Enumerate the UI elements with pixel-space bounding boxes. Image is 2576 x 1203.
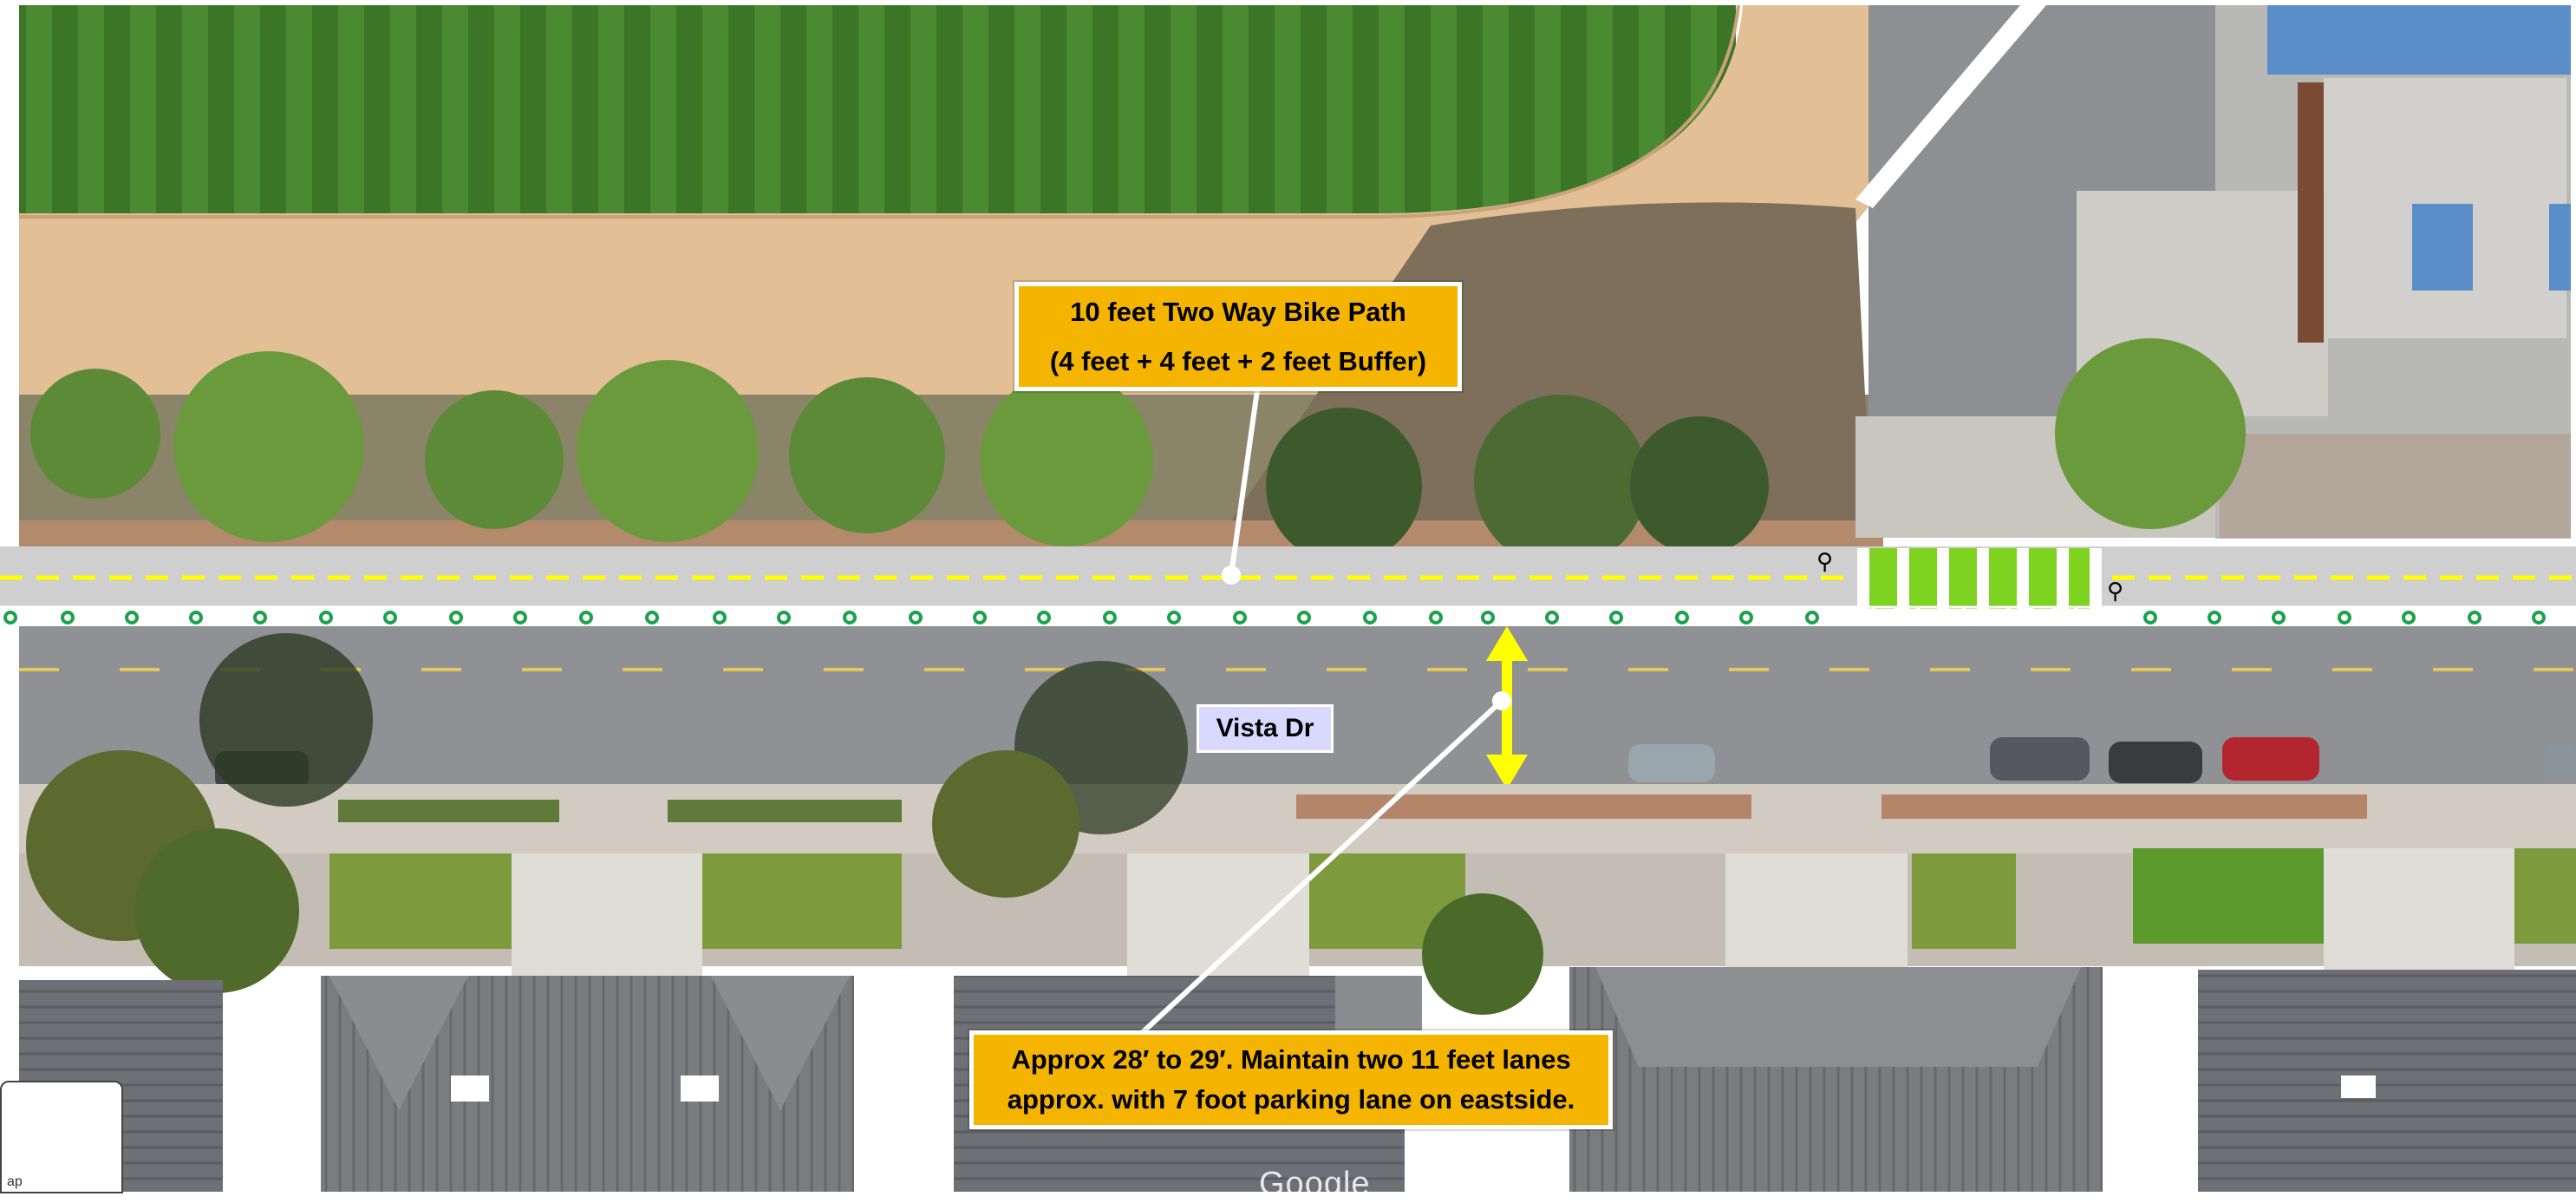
map-type-toggle[interactable]: ap <box>0 1081 123 1193</box>
street-width-line1: Approx 28′ to 29′. Maintain two 11 feet … <box>1011 1044 1571 1075</box>
bike-path-title: 10 feet Two Way Bike Path <box>1070 297 1406 327</box>
lawns <box>329 794 2576 949</box>
street-trees <box>26 633 1543 1015</box>
bike-path-detail: (4 feet + 4 feet + 2 feet Buffer) <box>1049 346 1427 376</box>
tree-row <box>30 338 2246 568</box>
bike-symbol-icon: ⚲ <box>2107 579 2123 605</box>
street-width-callout: Approx 28′ to 29′. Maintain two 11 feet … <box>969 1030 1613 1129</box>
bike-callout-leader <box>1229 389 1260 576</box>
bike-path-callout: 10 feet Two Way Bike Path (4 feet + 4 fe… <box>1014 282 1462 391</box>
park-grass <box>19 5 1736 213</box>
bike-callout-anchor <box>1222 566 1241 585</box>
buffer-dots <box>3 611 2546 624</box>
street-width-line2: approx. with 7 foot parking lane on east… <box>1007 1084 1575 1115</box>
street-name-label: Vista Dr <box>1197 704 1334 753</box>
google-attribution: Google <box>1259 1166 1371 1202</box>
green-crossing <box>1857 548 2102 609</box>
street-callout-anchor <box>1492 691 1511 710</box>
driveways <box>512 848 2514 984</box>
map-type-label: ap <box>7 1174 23 1189</box>
street-callout-leader <box>1140 698 1504 1035</box>
buffer-strip <box>0 607 2576 626</box>
bike-symbol-icon: ⚲ <box>1816 549 1833 575</box>
